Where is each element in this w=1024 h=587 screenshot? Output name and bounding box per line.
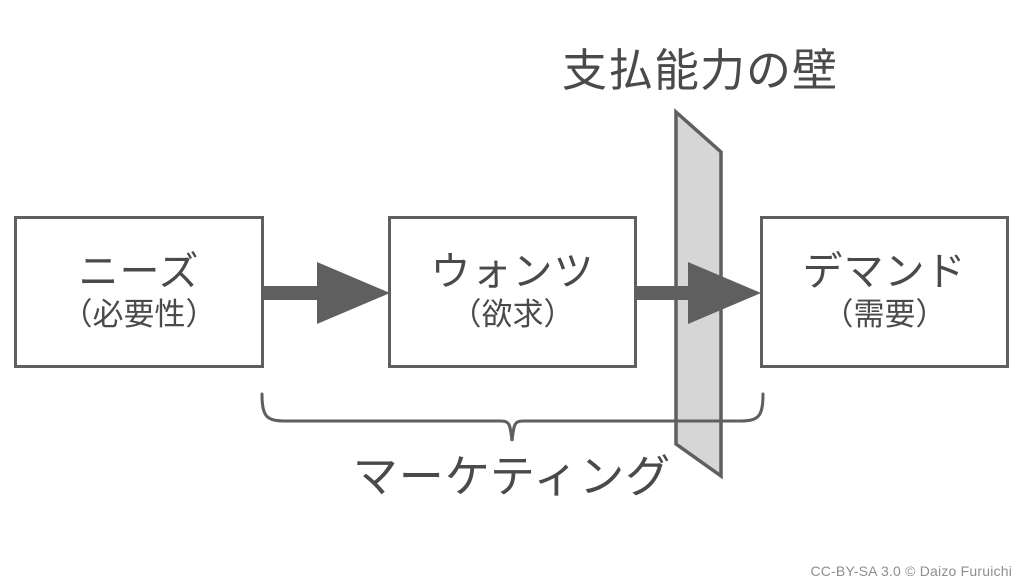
box-demand-subtitle: （需要） [822,296,947,332]
marketing-brace [260,392,765,442]
concept-box-needs[interactable]: ニーズ （必要性） [14,216,264,368]
box-wants-subtitle: （欲求） [450,296,575,332]
box-demand-title: デマンド [802,250,967,295]
box-needs-subtitle: （必要性） [61,296,217,332]
marketing-label: マーケティング [352,451,672,502]
arrow-needs-to-wants [263,262,390,324]
credit-text: CC-BY-SA 3.0 © Daizo Furuichi [810,563,1012,579]
concept-box-demand[interactable]: デマンド （需要） [760,216,1009,368]
box-wants-title: ウォンツ [430,250,595,295]
concept-box-wants[interactable]: ウォンツ （欲求） [388,216,637,368]
wall-title: 支払能力の壁 [561,45,838,96]
box-needs-title: ニーズ [78,250,200,295]
arrow-wants-to-demand [636,262,761,324]
